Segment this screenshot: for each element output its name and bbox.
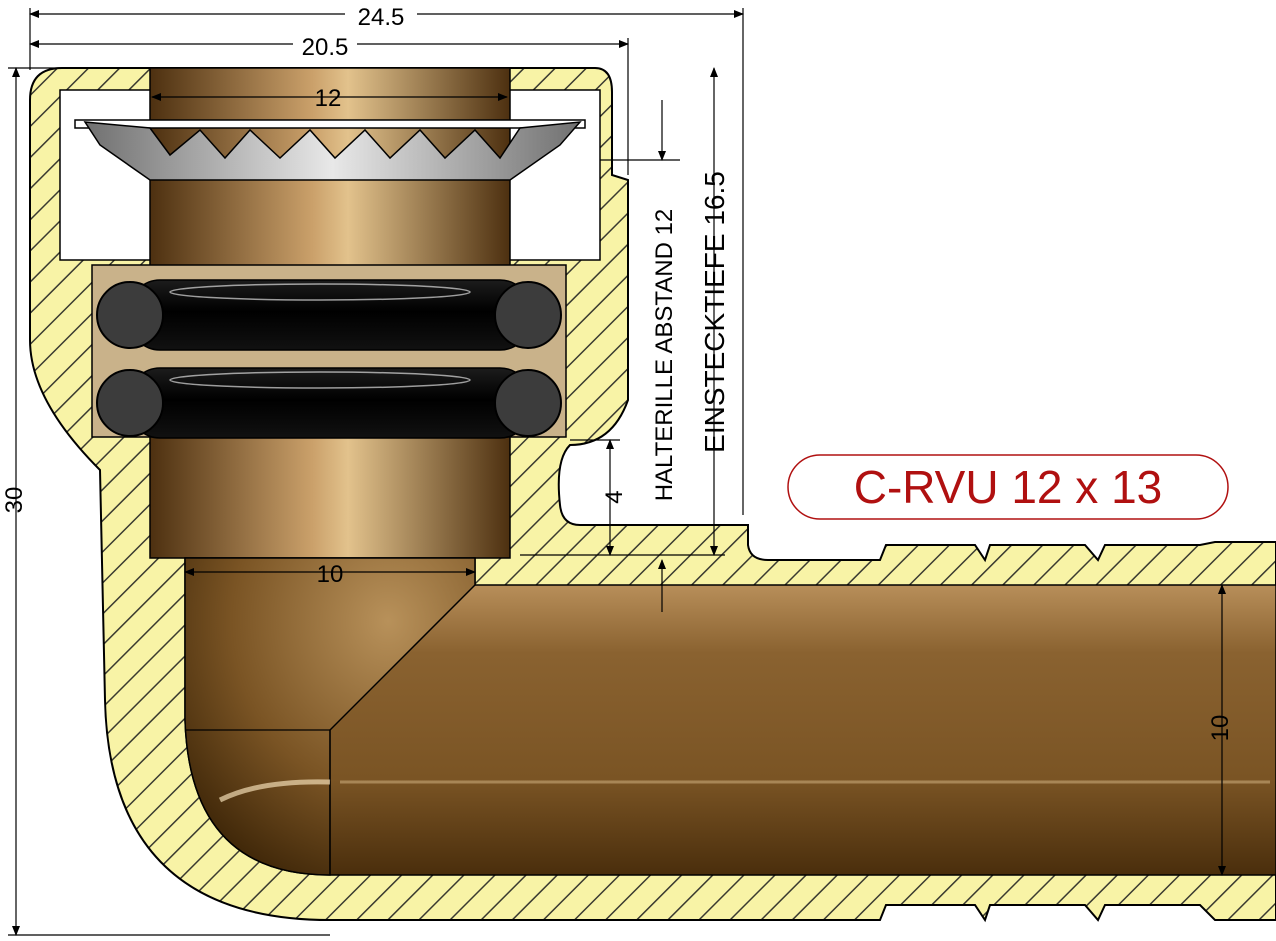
retaining-groove-label: HALTERILLE ABSTAND 12 (651, 209, 678, 502)
dim-groove-offset: 4 (601, 490, 628, 503)
dim-body-width: 20.5 (302, 34, 349, 61)
product-label: C-RVU 12 x 13 (854, 461, 1163, 513)
dim-pipe-inner: 12 (315, 85, 342, 112)
product-badge: C-RVU 12 x 13 (787, 454, 1229, 520)
retaining-ring (74, 119, 586, 181)
dim-bore-diameter: 10 (317, 561, 344, 588)
dim-height: 30 (1, 487, 28, 514)
dimension-labels: 24.5 20.5 12 10 30 10 4 HALTERILLE ABSTA… (1, 2, 1234, 741)
insertion-depth-label: EINSTECKTIEFE 16.5 (699, 171, 730, 453)
dim-overall-width: 24.5 (358, 4, 405, 31)
o-ring-seals (96, 279, 562, 439)
dim-outlet-bore: 10 (1207, 715, 1234, 742)
